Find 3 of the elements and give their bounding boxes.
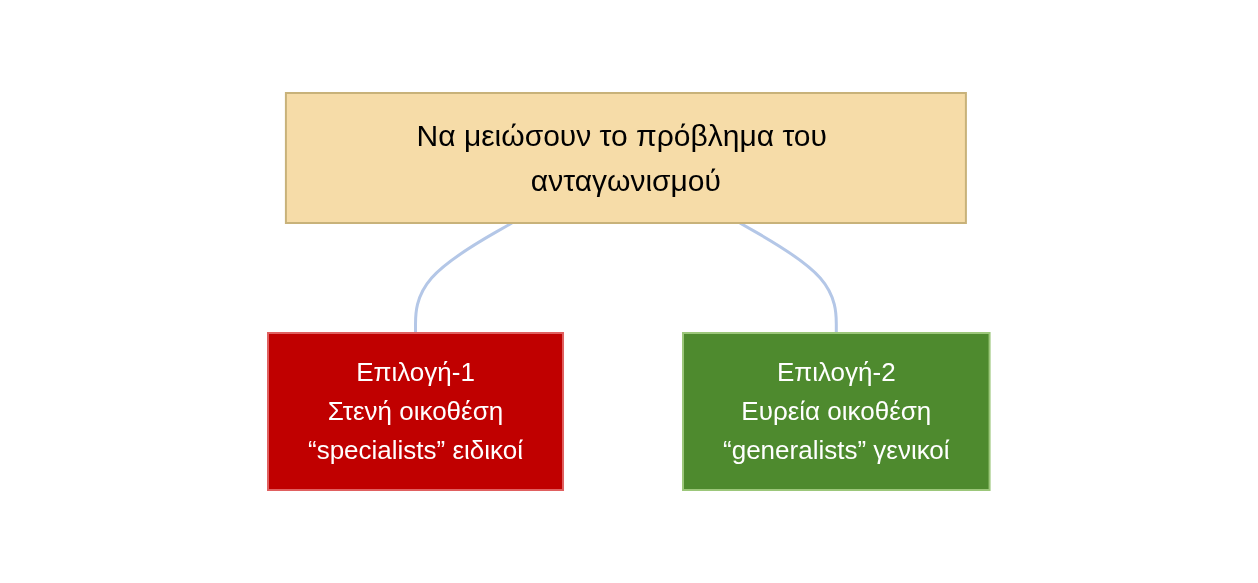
node-box: Να μειώσουν το πρόβλημα του ανταγωνισμού <box>285 92 968 224</box>
node-box: Επιλογή-2 Ευρεία οικοθέση “generalists” γενικοί <box>682 332 991 491</box>
node-box: Επιλογή-1 Στενή οικοθέση “specialists” ειδικοί <box>267 332 565 491</box>
